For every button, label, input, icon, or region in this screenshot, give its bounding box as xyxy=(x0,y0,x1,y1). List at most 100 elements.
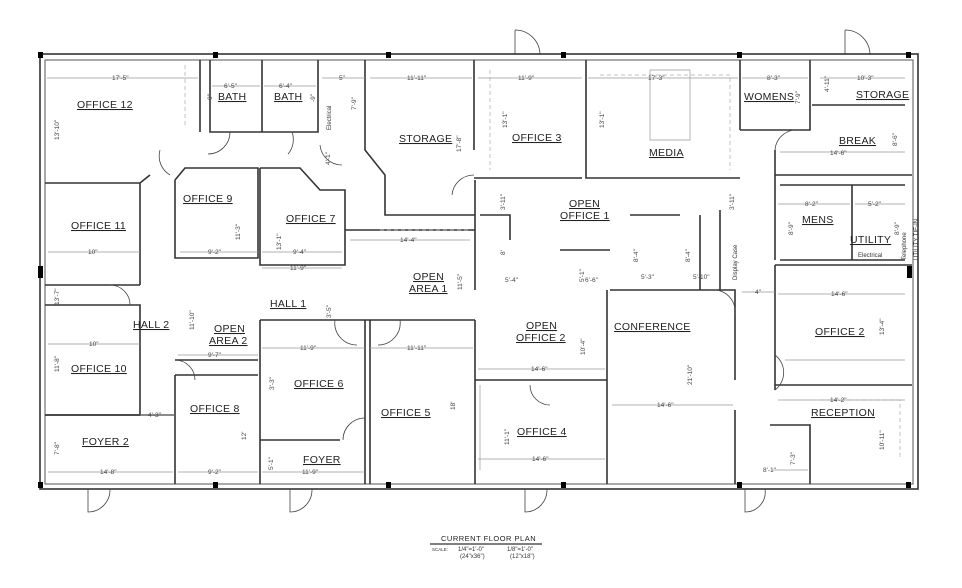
doors xyxy=(87,29,871,513)
dimension-label: 14'-6" xyxy=(657,402,674,409)
room-label-office-8: OFFICE 8 xyxy=(190,403,240,415)
dimension-label: 14'-6" xyxy=(830,150,847,157)
dimension-label: 3'-5" xyxy=(326,304,333,318)
dimension-label: 3'-3" xyxy=(269,376,276,390)
room-label-office-12: OFFICE 12 xyxy=(77,99,133,111)
dimension-label: 14'-6" xyxy=(831,291,848,298)
room-label-reception: RECEPTION xyxy=(811,407,875,419)
room-label-mens: MENS xyxy=(802,214,834,226)
room-label-open-area-1-a: OPEN xyxy=(413,271,444,283)
room-label-hall-1: HALL 1 xyxy=(270,298,306,310)
room-label-storage-2: STORAGE xyxy=(856,89,909,101)
dimension-label: 18' xyxy=(450,402,457,410)
furniture-dashes xyxy=(184,65,905,470)
dimension-label: 5'-1" xyxy=(268,456,275,470)
dimension-label: 8'-2" xyxy=(805,201,819,208)
room-label-office-7: OFFICE 7 xyxy=(286,213,336,225)
exterior-walls xyxy=(38,52,919,490)
dimension-label: 14'-4" xyxy=(400,237,417,244)
electrical-label-2: Electrical xyxy=(858,253,882,259)
dimension-label: 3'-11" xyxy=(729,193,736,210)
dimension-label: 21'-10" xyxy=(687,364,694,385)
dimension-label: 5'-2" xyxy=(868,201,882,208)
dimension-label: 8'-3" xyxy=(767,75,781,82)
dimension-label: 14'-2" xyxy=(830,397,847,404)
room-label-utility: UTILITY xyxy=(850,234,891,246)
dimension-label: 5" xyxy=(339,75,346,82)
dimension-label: 7'-9" xyxy=(351,96,358,110)
dimension-label: 5'-1" xyxy=(579,268,586,282)
room-label-open-area-2-a: OPEN xyxy=(214,323,245,335)
dimension-label: 8'-9" xyxy=(788,221,795,235)
dimension-label: 11'-11" xyxy=(407,345,427,352)
dimension-label: 11'-9" xyxy=(302,469,319,476)
dimension-label: 17'-8" xyxy=(456,135,463,152)
room-label-foyer-2: FOYER 2 xyxy=(82,436,129,448)
dimension-label: 7'-3" xyxy=(790,451,797,465)
room-labels: OFFICE 12 BATH BATH STORAGE OFFICE 3 MED… xyxy=(71,89,909,466)
room-label-bath-1: BATH xyxy=(218,91,246,103)
dimension-label: 11'-5" xyxy=(457,273,464,290)
dimension-label: 4" xyxy=(755,289,762,296)
dimension-label: 8'-1" xyxy=(763,467,777,474)
title-block: CURRENT FLOOR PLAN SCALE: 1/4"=1'-0" (24… xyxy=(430,534,542,560)
dimension-label: 11'-8" xyxy=(54,355,61,372)
room-label-womens: WOMENS xyxy=(744,91,794,103)
dimension-label: 5'-10" xyxy=(693,274,710,281)
dimension-label: 4'-1" xyxy=(325,151,332,165)
dimension-label: 17'-3" xyxy=(648,75,665,82)
room-label-office-2: OFFICE 2 xyxy=(815,326,865,338)
dimension-label: 11'-9" xyxy=(290,265,307,272)
dimension-label: 8'-4" xyxy=(685,248,692,262)
interior-walls xyxy=(45,60,912,484)
room-label-office-9: OFFICE 9 xyxy=(183,193,233,205)
room-label-hall-2: HALL 2 xyxy=(133,319,169,331)
dimension-label: 13'-1" xyxy=(599,111,606,128)
dimension-label: 8'-6" xyxy=(892,132,899,146)
electrical-label: Electrical xyxy=(327,106,333,130)
dimension-label: 17'-5" xyxy=(112,75,129,82)
dimension-label: 13'-10" xyxy=(54,119,61,140)
scale-eighth: 1/8"=1'-0" xyxy=(507,547,533,553)
dimension-label: 6'-5" xyxy=(224,83,238,90)
room-label-conference: CONFERENCE xyxy=(614,321,691,333)
room-label-office-3: OFFICE 3 xyxy=(512,132,562,144)
dimension-label: 10'-3" xyxy=(857,75,874,82)
room-label-bath-2: BATH xyxy=(274,91,302,103)
dimension-label: 3'-11" xyxy=(500,193,507,210)
dimension-label: 14'-6" xyxy=(532,456,549,463)
dimension-label: 9'-7" xyxy=(208,352,222,359)
dimension-label: 14'-6" xyxy=(531,366,548,373)
room-label-open-office-2-b: OFFICE 2 xyxy=(516,332,566,344)
dimension-label: 13'-7" xyxy=(54,288,61,305)
room-label-office-11: OFFICE 11 xyxy=(71,220,126,232)
room-label-foyer: FOYER xyxy=(303,454,341,466)
room-label-office-6: OFFICE 6 xyxy=(294,378,344,390)
dimension-label: 13'-1" xyxy=(502,111,509,128)
room-label-open-office-1-a: OPEN xyxy=(569,198,600,210)
utility-tie-in-label: UTILITY TIE-IN xyxy=(914,219,920,260)
display-case-label: Display Case xyxy=(733,244,739,280)
dimension-label: 11'-10" xyxy=(189,310,196,330)
dimension-label: -9" xyxy=(310,93,317,102)
dimension-label: -9" xyxy=(207,93,214,102)
dimension-label: 13'-4" xyxy=(879,318,886,335)
scale-eighth-sheet: (12"x18") xyxy=(510,554,535,560)
dimension-label: 9'-2" xyxy=(208,469,222,476)
telephone-label: Telephone xyxy=(902,232,908,260)
dimension-label: 11'-1" xyxy=(504,428,511,445)
dimension-label: 7'-8" xyxy=(54,441,61,455)
dimension-label: 10'-11" xyxy=(879,430,886,450)
dimension-label: 5'-3" xyxy=(641,274,655,281)
annotations: Electrical Electrical Telephone UTILITY … xyxy=(327,106,920,280)
dimension-lines xyxy=(47,77,905,473)
room-label-media: MEDIA xyxy=(649,147,684,159)
room-label-break: BREAK xyxy=(839,135,876,147)
dimension-label: 8' xyxy=(500,250,507,255)
dimension-label: 6'-6" xyxy=(585,277,599,284)
dimension-label: 11'-11" xyxy=(407,75,427,82)
scale-quarter-sheet: (24"x36") xyxy=(460,554,485,560)
dimension-labels: 17'-5" 6'-5" 6'-4" 5" 11'-11" 11'-9" 17'… xyxy=(54,75,901,476)
room-label-office-10: OFFICE 10 xyxy=(71,363,127,375)
